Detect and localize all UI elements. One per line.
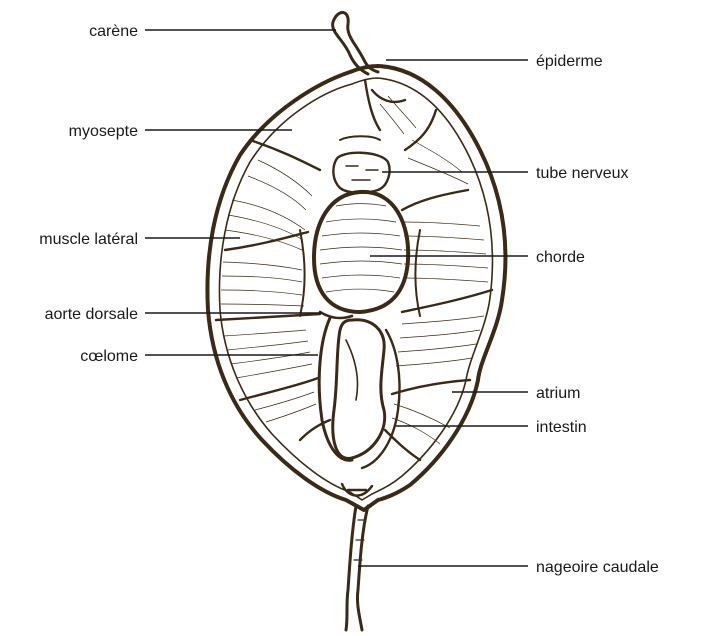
label-coelome: cœlome <box>80 348 138 365</box>
ventral-join <box>342 484 372 496</box>
label-chorde: chorde <box>536 249 585 266</box>
nageoire-caudale-shape <box>346 506 368 630</box>
label-carene: carène <box>89 23 138 40</box>
tube-nerveux-shape <box>333 153 389 193</box>
label-intestin: intestin <box>536 419 587 436</box>
intestin-shape <box>333 320 385 459</box>
label-myosepte: myosepte <box>69 123 138 140</box>
label-aorte-dorsale: aorte dorsale <box>45 306 138 323</box>
chorde-striations <box>320 204 402 292</box>
label-atrium: atrium <box>536 385 580 402</box>
label-tube-nerveux: tube nerveux <box>536 165 629 182</box>
label-muscle-lateral: muscle latéral <box>39 231 138 248</box>
aorte-dorsale-shape <box>320 312 352 318</box>
epiderme-outline <box>207 66 505 510</box>
chorde-shape <box>314 192 408 312</box>
label-epiderme: épiderme <box>536 53 603 70</box>
amphioxus-illustration <box>207 12 505 630</box>
label-nageoire-caudale: nageoire caudale <box>536 559 659 576</box>
